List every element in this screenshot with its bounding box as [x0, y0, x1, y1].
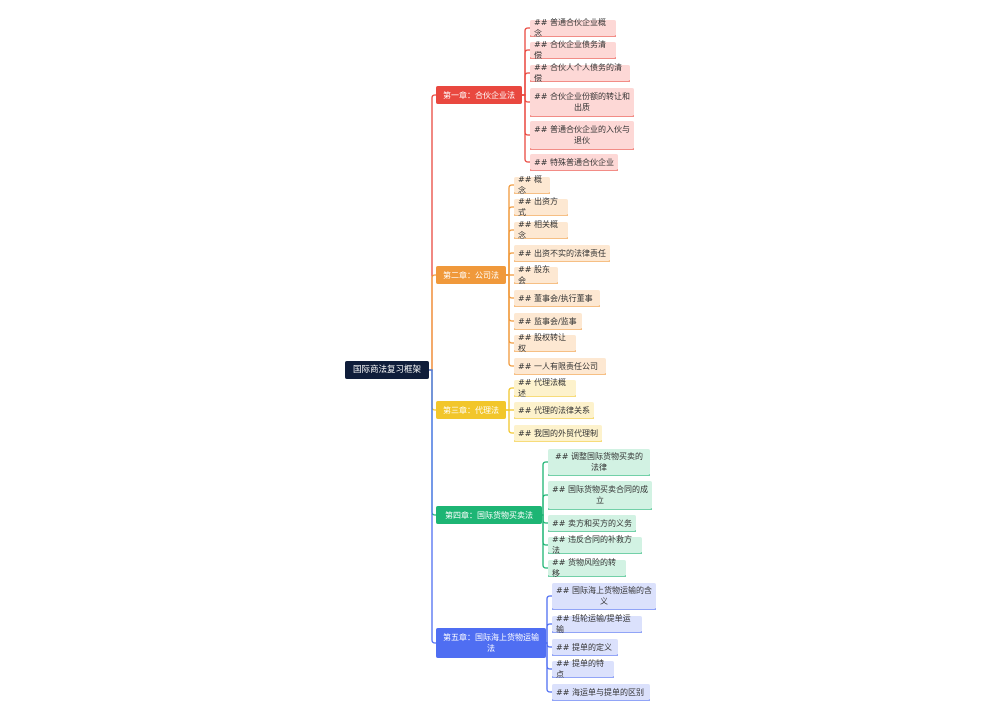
- topic-item[interactable]: ## 代理法概述: [514, 378, 576, 398]
- chapter-node-5[interactable]: 第五章：国际海上货物运输法: [436, 628, 546, 658]
- chapter-1-item-line: [522, 94, 530, 163]
- topic-item[interactable]: ## 监事会/监事: [514, 313, 582, 329]
- topic-item[interactable]: ## 合伙企业债务清偿: [530, 40, 616, 60]
- topic-item[interactable]: ## 我国的外贸代理制: [514, 425, 602, 441]
- chapter-node-3[interactable]: 第三章：代理法: [436, 401, 506, 419]
- topic-item[interactable]: ## 调整国际货物买卖的法律: [548, 449, 650, 475]
- chapter-2-item-line: [506, 206, 514, 276]
- chapter-1-item-line: [522, 49, 530, 96]
- topic-item[interactable]: ## 普通合伙企业概念: [530, 18, 616, 38]
- chapter-2-item-line: [506, 229, 514, 276]
- topic-item[interactable]: ## 货物风险的转移: [548, 558, 626, 578]
- topic-item[interactable]: ## 合伙人个人债务的清偿: [530, 63, 630, 83]
- topic-item[interactable]: ## 国际海上货物运输的含义: [552, 583, 656, 609]
- chapter-5-item-line: [546, 623, 552, 644]
- topic-item[interactable]: ## 国际货物买卖合同的成立: [548, 481, 652, 509]
- topic-item[interactable]: ## 股东会: [514, 265, 558, 285]
- chapter-4-item-line: [542, 494, 548, 516]
- topic-item[interactable]: ## 出资不实的法律责任: [514, 245, 610, 261]
- topic-item[interactable]: ## 代理的法律关系: [514, 402, 594, 418]
- chapter-1-item-line: [522, 72, 530, 96]
- chapter-1-item-line: [522, 27, 530, 96]
- chapter-2-item-line: [506, 274, 514, 344]
- topic-item[interactable]: ## 提单的特点: [552, 659, 614, 679]
- chapter-2-item-line: [506, 274, 514, 367]
- topic-item[interactable]: ## 概念: [514, 175, 550, 195]
- chapter-2-item-line: [506, 252, 514, 276]
- topic-item[interactable]: ## 特殊普通合伙企业: [530, 154, 618, 170]
- topic-item[interactable]: ## 班轮运输/提单运输: [552, 614, 642, 634]
- chapter-4-item-line: [542, 514, 548, 569]
- chapter-4-item-line: [542, 461, 548, 516]
- topic-item[interactable]: ## 一人有限责任公司: [514, 358, 606, 374]
- topic-item[interactable]: ## 普通合伙企业的入伙与退伙: [530, 121, 634, 149]
- topic-item[interactable]: ## 违反合同的补救方法: [548, 535, 642, 555]
- chapter-3-item-line: [506, 409, 514, 434]
- topic-item[interactable]: ## 卖方和买方的义务: [548, 515, 636, 531]
- topic-item[interactable]: ## 海运单与提单的区别: [552, 684, 650, 700]
- root-node[interactable]: 国际商法复习框架: [345, 361, 429, 379]
- chapter-5-item-line: [546, 642, 552, 693]
- topic-item[interactable]: ## 董事会/执行董事: [514, 290, 600, 306]
- chapter-node-1[interactable]: 第一章：合伙企业法: [436, 86, 522, 104]
- chapter-node-2[interactable]: 第二章：公司法: [436, 266, 506, 284]
- chapter-5-item-line: [546, 595, 552, 644]
- topic-item[interactable]: ## 相关概念: [514, 220, 568, 240]
- chapter-1-item-line: [522, 94, 530, 103]
- topic-item[interactable]: ## 股权转让权: [514, 333, 576, 353]
- chapter-node-4[interactable]: 第四章：国际货物买卖法: [436, 506, 542, 524]
- chapter-2-item-line: [506, 274, 514, 299]
- topic-item[interactable]: ## 合伙企业份额的转让和出质: [530, 88, 634, 116]
- topic-item[interactable]: ## 提单的定义: [552, 639, 618, 655]
- root-to-chapter-2-line: [429, 274, 436, 371]
- chapter-3-item-line: [506, 387, 514, 411]
- chapter-2-item-line: [506, 184, 514, 276]
- root-to-chapter-5-line: [429, 369, 436, 644]
- root-to-chapter-1-line: [429, 94, 436, 371]
- topic-item[interactable]: ## 出资方式: [514, 197, 568, 217]
